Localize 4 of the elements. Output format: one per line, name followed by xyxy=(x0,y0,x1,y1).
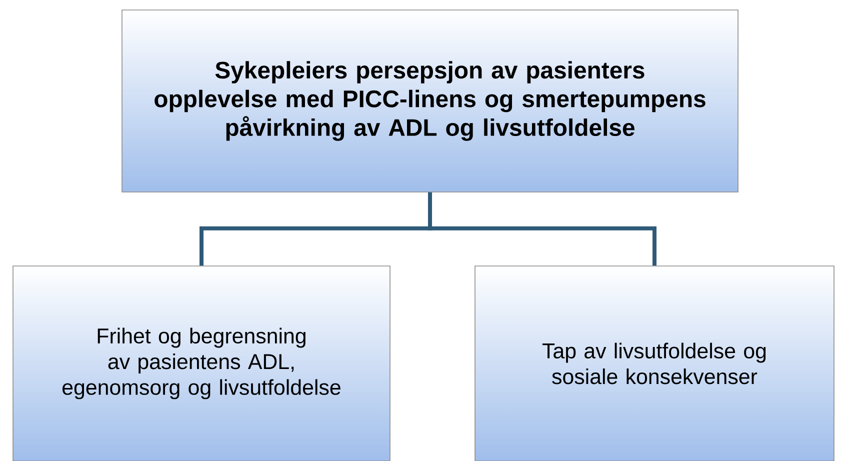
text-box: Sykepleiers persepsjon av pasienters opplevelse med PICC-linens og smertepumpens påvirkning av ADL og livsutfoldelse xyxy=(122,10,738,192)
text-box: Tap av livsutfoldelse og sosiale konsekvenser xyxy=(474,266,834,461)
text-box: Frihet og begrensning av pasientens ADL, egenomsorg og livsutfoldelse xyxy=(12,266,390,461)
connector-line xyxy=(428,192,656,266)
